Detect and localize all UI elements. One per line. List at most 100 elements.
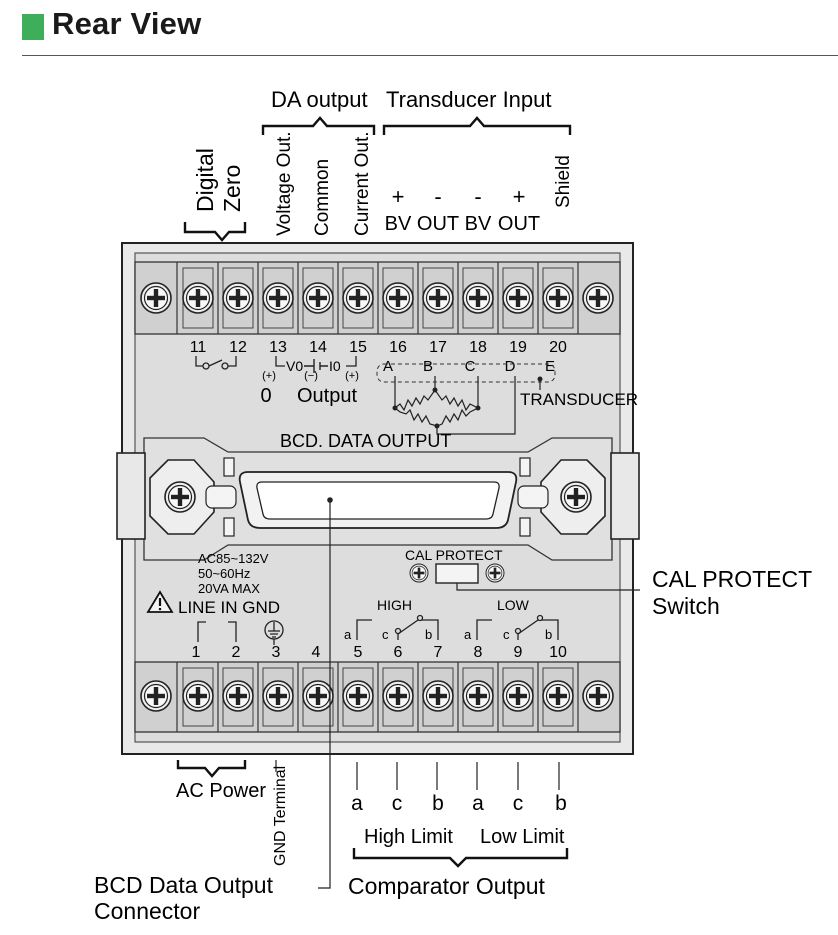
- da-output-label: DA output: [271, 87, 368, 112]
- terminal-number: 14: [309, 339, 327, 356]
- abc-letter: c: [392, 792, 403, 815]
- contact-letter: b: [545, 627, 552, 642]
- voltage-out-label: Voltage Out.: [274, 131, 295, 236]
- line-in-gnd-label: LINE IN GND: [178, 598, 280, 617]
- terminal-number: 19: [509, 339, 527, 356]
- high-label: HIGH: [377, 597, 412, 613]
- cal-protect-area: CAL PROTECT: [405, 547, 505, 584]
- screw-icon: [222, 680, 254, 712]
- bcd-data-output-label: BCD. DATA OUTPUT: [280, 431, 451, 451]
- screw-icon: [302, 282, 334, 314]
- common-label: Common: [312, 159, 333, 236]
- terminal-number: 11: [190, 339, 207, 356]
- screw-icon: [542, 282, 574, 314]
- transducer-label: TRANSDUCER: [520, 390, 638, 409]
- terminal-number: 8: [474, 644, 483, 661]
- title-marker: [22, 14, 44, 40]
- zero-label: 0: [260, 385, 271, 407]
- screw-icon: [382, 282, 414, 314]
- terminal-number: 10: [549, 644, 567, 661]
- shield-label: Shield: [553, 155, 574, 208]
- screw-icon: [262, 680, 294, 712]
- screw-icon: [382, 680, 414, 712]
- terminal-number: 1: [192, 644, 201, 661]
- abc-letter: a: [472, 792, 484, 815]
- gnd-terminal-label: GND Terminal: [272, 766, 289, 866]
- digital-zero-brace: [183, 222, 247, 242]
- screw-icon: [409, 563, 429, 583]
- screw-icon: [542, 680, 574, 712]
- out-plus-label: OUT: [498, 213, 540, 235]
- low-limit-label: Low Limit: [480, 826, 565, 848]
- terminal-number: 6: [394, 644, 403, 661]
- transducer-bridge: A B C D E TRANSDUCER: [376, 358, 638, 435]
- line-in-brackets: [197, 621, 237, 642]
- output-label: Output: [297, 385, 357, 407]
- abc-letter: a: [351, 792, 363, 815]
- screw-icon: [342, 680, 374, 712]
- cal-protect-panel-label: CAL PROTECT: [405, 547, 503, 563]
- digital-zero-label-1: Digital: [192, 148, 218, 212]
- abc-letter: b: [432, 792, 444, 815]
- da-output-symbols: V0 I0 (+) (−) (+) 0 Output: [260, 356, 359, 407]
- screw-icon: [582, 282, 614, 314]
- ac-rating-line: AC85~132V: [198, 551, 269, 566]
- top-terminal-numbers: 11 12 13 14 15 16 17 18 19 20: [190, 339, 567, 356]
- comparator-output-label: Comparator Output: [348, 873, 545, 899]
- screw-icon: [560, 481, 592, 513]
- ac-rating-line: 20VA MAX: [198, 581, 260, 596]
- screw-icon: [140, 680, 172, 712]
- letter-d: D: [505, 358, 516, 375]
- letter-c: C: [465, 358, 476, 375]
- out-minus-label: OUT: [417, 213, 459, 235]
- terminal-number: 15: [349, 339, 367, 356]
- cal-protect-switch[interactable]: [435, 563, 479, 584]
- screw-icon: [182, 680, 214, 712]
- connector-latch-right: [517, 457, 549, 537]
- contact-letter: b: [425, 627, 432, 642]
- digital-zero-label-2: Zero: [219, 165, 245, 212]
- screw-icon: [462, 282, 494, 314]
- cal-switch-label-2: Switch: [652, 593, 720, 619]
- screw-icon: [182, 282, 214, 314]
- terminal-number: 5: [354, 644, 363, 661]
- bv-minus-sign: -: [474, 184, 481, 209]
- connector-latch-left: [205, 457, 237, 537]
- transducer-input-brace: [382, 116, 572, 135]
- bottom-labels: AC Power GND Terminal a c b a c b High L…: [94, 566, 812, 924]
- screw-icon: [302, 680, 334, 712]
- top-terminal-dividers: [176, 262, 579, 334]
- comparator-brace: [352, 848, 569, 868]
- plus-label: (+): [345, 370, 359, 382]
- header-rule: [22, 55, 838, 56]
- screw-icon: [222, 282, 254, 314]
- cal-switch-label-1: CAL PROTECT: [652, 566, 812, 592]
- bv-plus-label: BV: [385, 213, 412, 235]
- abc-letter: c: [513, 792, 524, 815]
- bcd-connector-label-1: BCD Data Output: [94, 872, 274, 898]
- bv-plus-sign: +: [392, 184, 405, 209]
- plus-label: (+): [262, 370, 276, 382]
- ground-icon: [264, 620, 284, 645]
- top-labels: Digital Zero DA output Voltage Out. Comm…: [183, 87, 574, 242]
- contact-letter: a: [464, 627, 472, 642]
- bottom-terminal-numbers: 1 2 3 4 5 6 7 8 9 10: [192, 644, 567, 661]
- screw-icon: [262, 282, 294, 314]
- terminal-number: 18: [469, 339, 487, 356]
- high-limit-label: High Limit: [364, 826, 453, 848]
- terminal-number: 9: [514, 644, 523, 661]
- out-plus-sign: +: [513, 184, 526, 209]
- bcd-connector-label-2: Connector: [94, 898, 200, 924]
- contact-letter: c: [382, 627, 389, 642]
- letter-e: E: [545, 358, 555, 375]
- terminal-number: 13: [269, 339, 287, 356]
- screw-icon: [422, 680, 454, 712]
- screw-icon: [485, 563, 505, 583]
- contact-letter: c: [503, 627, 510, 642]
- cal-callout-line: [456, 583, 640, 591]
- page-title: Rear View: [52, 6, 202, 41]
- relay-contacts: HIGH LOW a c b a c b: [344, 597, 559, 642]
- bcd-callout-line: [318, 500, 331, 889]
- side-bracket-right: [610, 452, 640, 540]
- bcd-connector-insert: [256, 481, 500, 520]
